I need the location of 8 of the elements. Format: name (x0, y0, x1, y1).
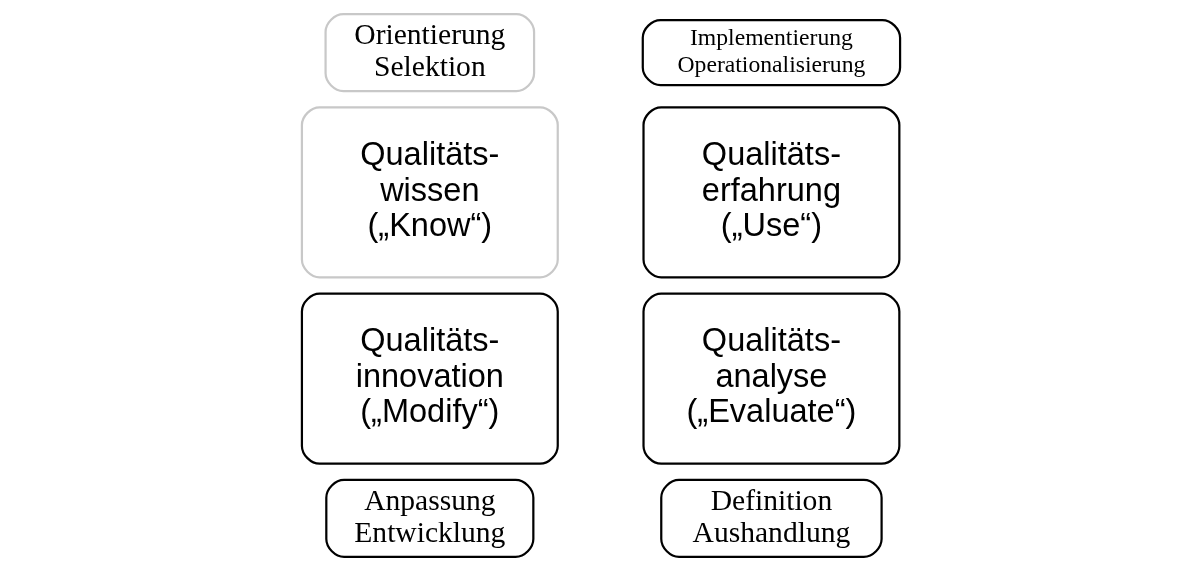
node-box: Anpassung Entwicklung (325, 478, 535, 558)
node-box: Qualitäts- erfahrung („Use“) (642, 106, 901, 279)
node-box: Implementierung Operationalisierung (641, 18, 902, 87)
node-box: Qualitäts- wissen („Know“) (300, 106, 559, 279)
node-box: Definition Aushandlung (660, 478, 883, 558)
node-box: Orientierung Selektion (324, 13, 536, 93)
node-box: Qualitäts- analyse („Evaluate“) (642, 292, 901, 465)
node-box: Qualitäts- innovation („Modify“) (300, 292, 559, 465)
